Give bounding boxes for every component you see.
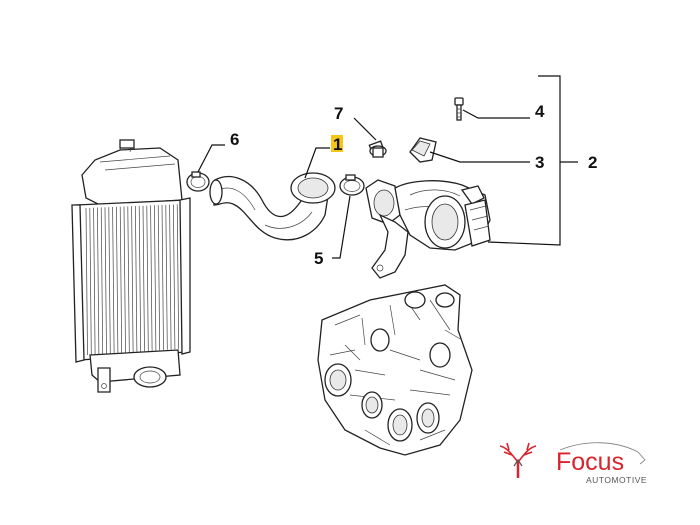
intercooler-fin xyxy=(100,207,104,355)
intercooler-fin xyxy=(131,206,134,353)
engine-intake-manifold xyxy=(317,284,473,456)
callout-7: 7 xyxy=(334,104,343,123)
engine-detail-line xyxy=(419,429,446,441)
callout-2: 2 xyxy=(588,153,597,172)
intercooler-fin xyxy=(176,204,180,350)
focus-automotive-logo: Focus AUTOMOTIVE xyxy=(499,442,647,485)
callout-5: 5 xyxy=(314,249,323,268)
intercooler-fin xyxy=(127,206,130,353)
callout-6: 6 xyxy=(230,130,239,149)
intercooler-fin xyxy=(97,207,100,355)
intercooler-fin xyxy=(161,204,164,351)
part-7-bolt xyxy=(368,140,387,158)
intercooler-fin xyxy=(108,207,111,354)
callout-1: 1 xyxy=(333,135,342,154)
engine-detail-line xyxy=(409,389,451,396)
intercooler-fin xyxy=(169,204,172,350)
intercooler-fin xyxy=(142,205,145,352)
engine-detail-line xyxy=(364,429,391,446)
intercooler xyxy=(71,139,191,393)
engine-detail-line xyxy=(389,349,421,361)
part-2-air-pipe-assembly xyxy=(365,179,491,279)
intercooler-fin xyxy=(150,205,153,351)
callout-1-highlight xyxy=(331,135,343,152)
part-1-intercooler-hose xyxy=(209,172,336,241)
intercooler-fin xyxy=(154,205,157,351)
engine-detail-line xyxy=(354,369,386,376)
intercooler-fin xyxy=(119,206,123,353)
intercooler-fin xyxy=(173,204,176,350)
intercooler-fin xyxy=(104,207,107,354)
intercooler-fin xyxy=(165,204,168,350)
leader-lines xyxy=(197,75,578,259)
engine-detail-line xyxy=(419,369,456,381)
brand-tagline: AUTOMOTIVE xyxy=(586,475,647,485)
intercooler-fin xyxy=(85,207,88,356)
brand-name: Focus xyxy=(556,448,624,476)
intercooler-fin xyxy=(89,207,92,355)
callout-3: 3 xyxy=(535,153,544,172)
engine-detail-line xyxy=(344,344,361,361)
intercooler-fin xyxy=(123,206,126,353)
engine-detail-line xyxy=(444,329,463,341)
intercooler-fin xyxy=(135,206,138,352)
part-4-screw xyxy=(454,97,464,121)
callout-labels: 1 2 3 4 5 6 7 xyxy=(230,102,597,268)
intercooler-fin xyxy=(146,205,149,352)
intercooler-fin xyxy=(116,206,119,354)
engine-detail-line xyxy=(329,349,356,356)
intercooler-fin xyxy=(157,205,161,351)
intercooler-fin xyxy=(112,206,115,354)
engine-detail-line xyxy=(361,317,366,346)
intercooler-fin xyxy=(93,207,96,355)
callout-4: 4 xyxy=(535,102,545,121)
engine-detail-line xyxy=(389,304,396,336)
car-outline-swoosh xyxy=(559,442,646,465)
engine-detail-line xyxy=(429,299,451,331)
deer-antler-icon xyxy=(499,442,537,478)
part-6-hose-clamp xyxy=(186,171,210,192)
engine-detail-line xyxy=(334,314,361,326)
part-5-hose-clamp xyxy=(339,174,365,196)
intercooler-fin xyxy=(138,205,142,352)
part-3-clip xyxy=(409,137,437,163)
